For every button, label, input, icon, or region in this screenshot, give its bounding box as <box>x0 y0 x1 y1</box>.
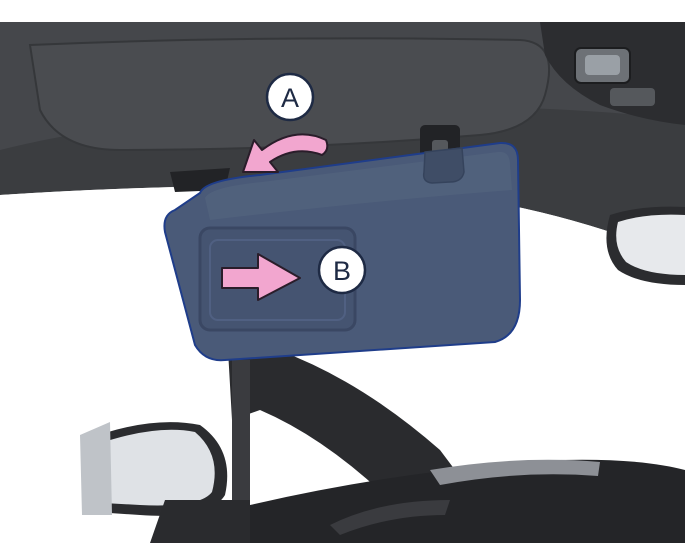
overhead-lamp-lens <box>585 55 620 75</box>
a-pillar-trim <box>232 360 250 500</box>
callout-a: A <box>265 72 315 122</box>
overhead-switch <box>610 88 655 106</box>
a-pillar <box>228 350 470 510</box>
side-mirror-frame <box>80 422 112 515</box>
callout-a-label: A <box>281 83 299 113</box>
callout-b: B <box>317 245 367 295</box>
right-arrow-icon <box>221 253 301 301</box>
dashboard-trim <box>430 459 600 485</box>
rearview-mirror-glass <box>616 214 685 275</box>
callout-b-label: B <box>333 256 351 286</box>
dashboard-vent <box>330 500 450 535</box>
visor-notch <box>422 147 465 184</box>
door-panel <box>150 500 250 543</box>
rotate-arrow-icon <box>242 133 329 173</box>
side-mirror-glass <box>92 429 215 506</box>
